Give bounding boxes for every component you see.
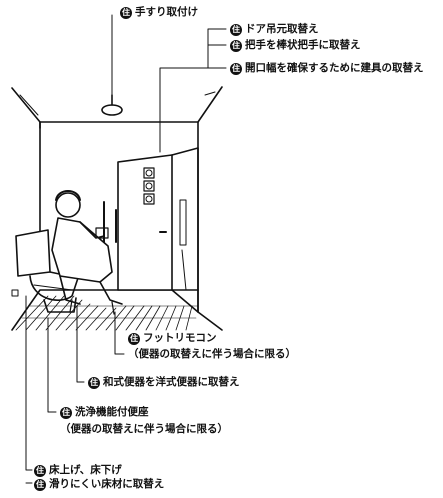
label-washlet-note: （便器の取替えに伴う場合に限る） [60, 423, 228, 435]
label-door-hanging: 住 ドア吊元取替え [230, 23, 319, 36]
label-door-hanging-text: ドア吊元取替え [245, 23, 319, 35]
house-badge-icon: 住 [230, 62, 242, 75]
label-washlet: 住 洗浄機能付便座 [60, 406, 149, 419]
label-toilet-replace-text: 和式便器を洋式便器に取替え [103, 376, 240, 388]
label-bar-handle-text: 把手を棒状把手に取替え [245, 39, 361, 51]
label-handrail-text: 手すり取付け [135, 6, 198, 18]
floor-boards [15, 295, 199, 331]
label-foot-remote-text: フットリモコン [143, 332, 217, 344]
wall-outlet [11, 289, 19, 297]
label-floor-level-text: 床上げ、床下げ [49, 464, 122, 476]
house-badge-icon: 住 [120, 6, 132, 19]
label-opening-width: 住 開口幅を確保するために建具の取替え [230, 62, 424, 75]
label-floor-level: 住 床上げ、床下げ [34, 464, 122, 477]
house-badge-icon: 住 [34, 478, 46, 491]
seated-person [51, 190, 123, 315]
label-bar-handle: 住 把手を棒状把手に取替え [230, 39, 361, 52]
label-foot-remote-note: （便器の取替えに伴う場合に限る） [128, 348, 296, 360]
leader-lines [25, 14, 227, 484]
room-walls [11, 86, 223, 331]
label-non-slip: 住 滑りにくい床材に取替え [34, 478, 164, 491]
label-washlet-text: 洗浄機能付便座 [75, 406, 149, 418]
door [117, 147, 199, 313]
house-badge-icon: 住 [230, 23, 242, 36]
label-handrail: 住 手すり取付け [120, 6, 198, 19]
house-badge-icon: 住 [60, 406, 72, 419]
label-opening-width-text: 開口幅を確保するために建具の取替え [245, 62, 424, 74]
label-non-slip-text: 滑りにくい床材に取替え [49, 478, 165, 490]
label-toilet-replace: 住 和式便器を洋式便器に取替え [88, 376, 240, 389]
house-badge-icon: 住 [128, 332, 140, 345]
house-badge-icon: 住 [230, 39, 242, 52]
house-badge-icon: 住 [88, 376, 100, 389]
label-foot-remote: 住 フットリモコン [128, 332, 217, 345]
house-badge-icon: 住 [34, 464, 46, 477]
ceiling-light [101, 94, 123, 116]
